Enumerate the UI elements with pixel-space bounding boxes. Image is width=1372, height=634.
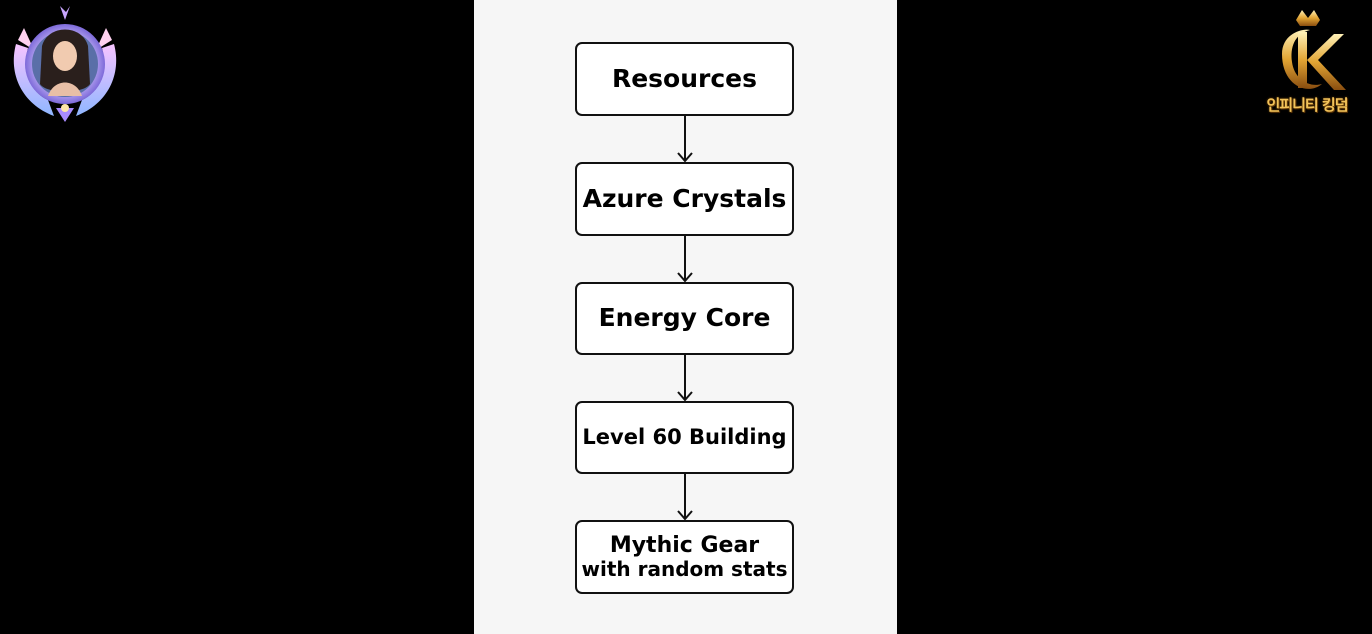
node-mythic-gear: Mythic Gear with random stats: [575, 520, 794, 594]
node-sublabel: with random stats: [581, 557, 788, 582]
node-label: Energy Core: [598, 303, 771, 333]
node-level-60-building: Level 60 Building: [575, 401, 794, 474]
character-emblem-icon: [13, 6, 117, 122]
game-logo-text: 인피니티 킹덤: [1266, 96, 1348, 114]
game-logo-icon: [1282, 10, 1346, 90]
node-label: Resources: [611, 63, 758, 93]
node-azure-crystals: Azure Crystals: [575, 162, 794, 236]
node-energy-core: Energy Core: [575, 282, 794, 355]
node-resources: Resources: [575, 42, 794, 116]
node-label: Mythic Gear: [609, 532, 760, 558]
node-label: Azure Crystals: [582, 183, 787, 213]
node-label: Level 60 Building: [582, 425, 787, 450]
